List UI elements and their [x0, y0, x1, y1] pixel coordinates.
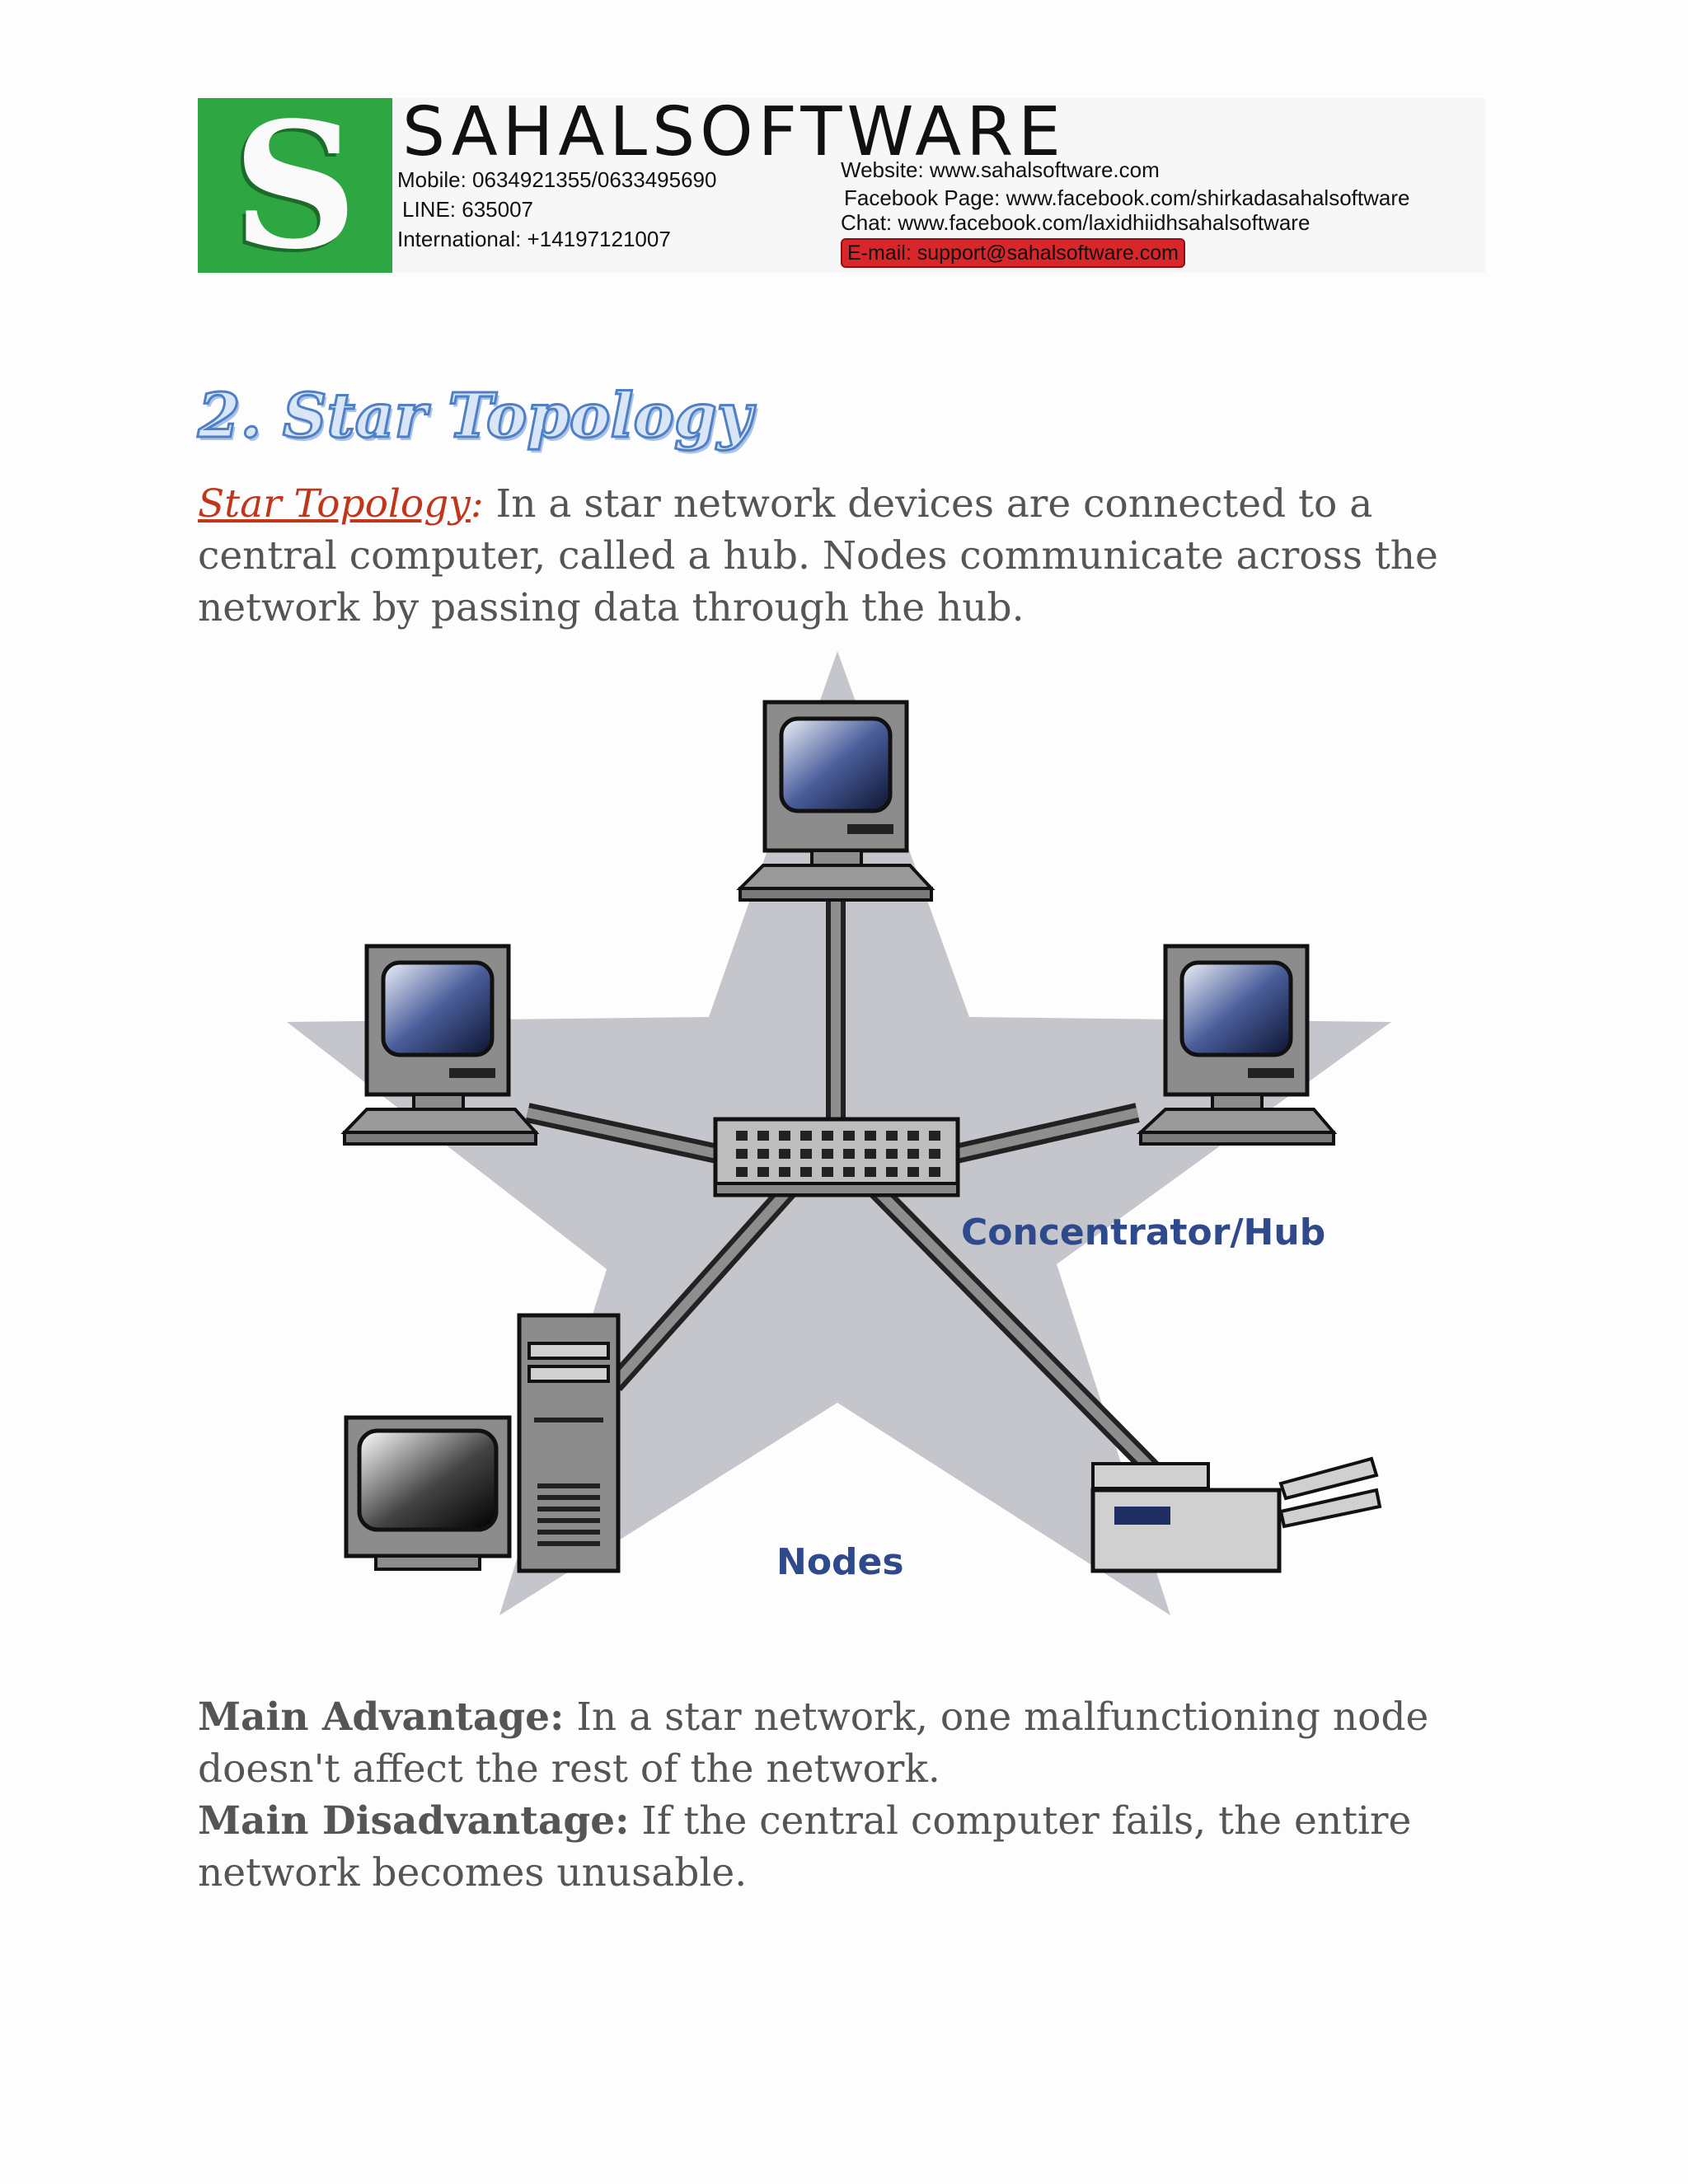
printer-icon: [1090, 1456, 1382, 1573]
chat-link[interactable]: Chat: www.facebook.com/laxidhiidhsahalso…: [841, 210, 1311, 235]
desktop-tower-icon: [517, 1313, 621, 1573]
hub-icon: [713, 1117, 960, 1197]
line-number: LINE: 635007: [402, 197, 534, 222]
disadvantage-text: If the central computer fails, the entir…: [198, 1798, 1412, 1896]
email-link[interactable]: E-mail: support@sahalsoftware.com: [841, 238, 1185, 268]
disadvantage-paragraph: Main Disadvantage: If the central comput…: [198, 1795, 1500, 1899]
monitor-icon: [340, 944, 540, 1146]
definition-paragraph: Star Topology: In a star network devices…: [198, 478, 1500, 634]
definition-colon: :: [470, 481, 484, 527]
header-banner: S SAHALSOFTWARE Mobile: 0634921355/06334…: [198, 91, 1485, 281]
advantage-label: Main Advantage:: [198, 1694, 565, 1740]
monitor-icon: [1136, 944, 1338, 1146]
definition-text: In a star network devices are connected …: [198, 481, 1438, 630]
hub-label: Concentrator/Hub: [961, 1212, 1325, 1254]
monitor-icon: [736, 700, 935, 902]
advantage-text: In a star network, one malfunctioning no…: [198, 1694, 1429, 1792]
facebook-link[interactable]: Facebook Page: www.facebook.com/shirkada…: [844, 185, 1410, 210]
international-number: International: +14197121007: [397, 227, 671, 251]
company-name: SAHALSOFTWARE: [402, 93, 1066, 171]
mobile-number: Mobile: 0634921355/0633495690: [397, 167, 717, 192]
section-heading: 2. Star Topology: [197, 380, 754, 453]
company-logo: S: [198, 91, 392, 281]
definition-term[interactable]: Star Topology: [198, 481, 471, 527]
disadvantage-label: Main Disadvantage:: [198, 1798, 630, 1844]
logo-letter: S: [232, 84, 358, 288]
star-topology-diagram: Concentrator/Hub Nodes: [287, 651, 1391, 1615]
website-link[interactable]: Website: www.sahalsoftware.com: [841, 157, 1160, 182]
monitor-icon: [344, 1415, 512, 1571]
nodes-label: Nodes: [776, 1541, 904, 1583]
advantage-paragraph: Main Advantage: In a star network, one m…: [198, 1691, 1500, 1795]
